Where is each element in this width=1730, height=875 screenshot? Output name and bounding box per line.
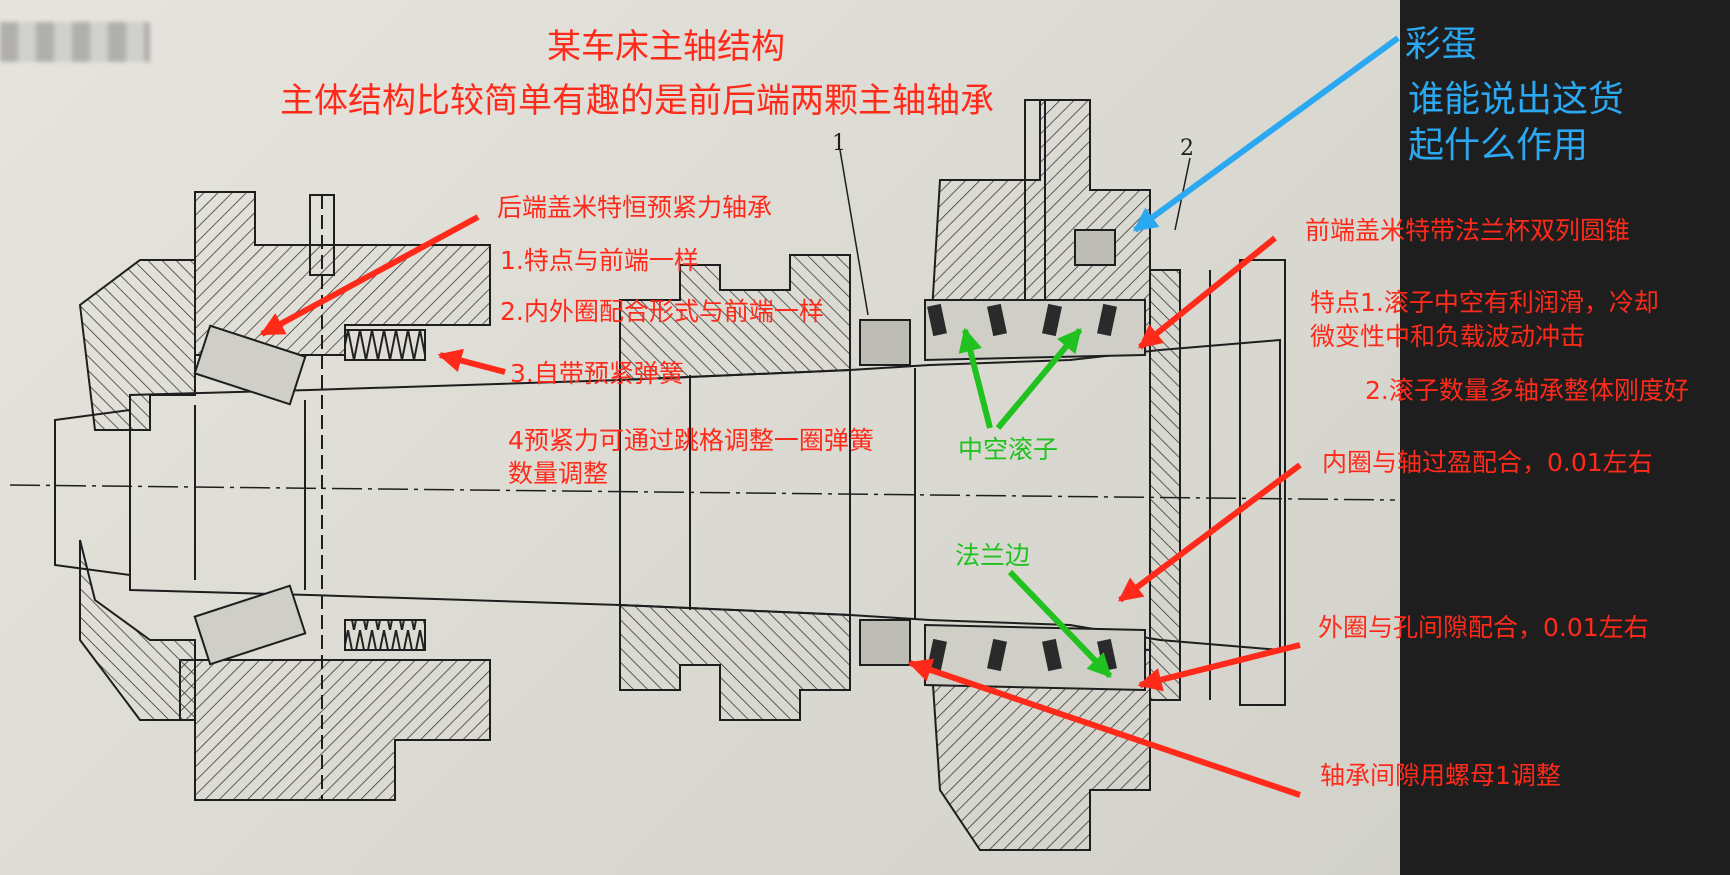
easter-egg-line-2: 起什么作用 — [1408, 125, 1589, 166]
front-bearing-heading: 前端盖米特带法兰杯双列圆锥 — [1305, 216, 1631, 245]
arrow-hollow-roller-2 — [995, 328, 1083, 430]
outer-fit-note: 外圈与孔间隙配合，0.01左右 — [1318, 613, 1649, 642]
arrow-front-bearing — [1138, 235, 1277, 350]
spindle-body — [9, 99, 1396, 851]
red-arrows — [259, 214, 1302, 798]
rear-note-2: 2.内外圈配合形式与前端一样 — [500, 297, 824, 326]
arrow-hollow-roller-1 — [958, 327, 993, 429]
part-number-1: 1 — [832, 131, 846, 156]
rear-note-1: 1.特点与前端一样 — [500, 246, 699, 275]
front-feature-line-1: 特点1.滚子中空有利润滑，冷却 — [1310, 288, 1659, 317]
arrow-outer-fit — [1137, 642, 1301, 692]
arrow-easter-egg — [1133, 35, 1400, 233]
nut-adjust-note: 轴承间隙用螺母1调整 — [1320, 761, 1561, 790]
easter-egg-line-1: 谁能说出这货 — [1408, 79, 1625, 120]
blurred-watermark — [0, 22, 150, 62]
rear-adjust-line-1: 4预紧力可通过跳格调整一圈弹簧 — [508, 426, 874, 455]
front-feature-2: 2.滚子数量多轴承整体刚度好 — [1365, 376, 1689, 405]
arrow-flange — [1007, 569, 1113, 679]
page-subtitle: 主体结构比较简单有趣的是前后端两颗主轴轴承 — [280, 81, 994, 121]
part-number-2: 2 — [1180, 136, 1194, 161]
rear-adjust-line-2: 数量调整 — [508, 459, 609, 488]
hollow-roller-label: 中空滚子 — [958, 435, 1059, 464]
arrow-spring — [437, 348, 506, 375]
front-feature-line-2: 微变性中和负载波动冲击 — [1310, 322, 1586, 351]
easter-egg-title: 彩蛋 — [1405, 24, 1478, 65]
green-arrows — [958, 327, 1113, 679]
flange-label: 法兰边 — [955, 541, 1031, 570]
inner-fit-note: 内圈与轴过盈配合，0.01左右 — [1322, 448, 1653, 477]
arrow-inner-fit — [1118, 462, 1302, 603]
rear-bearing-heading: 后端盖米特恒预紧力轴承 — [497, 193, 773, 222]
arrow-rear-bearing — [259, 214, 480, 337]
page-title: 某车床主轴结构 — [547, 27, 785, 67]
arrow-nut — [907, 658, 1301, 798]
rear-note-3: 3.自带预紧弹簧 — [510, 359, 684, 388]
